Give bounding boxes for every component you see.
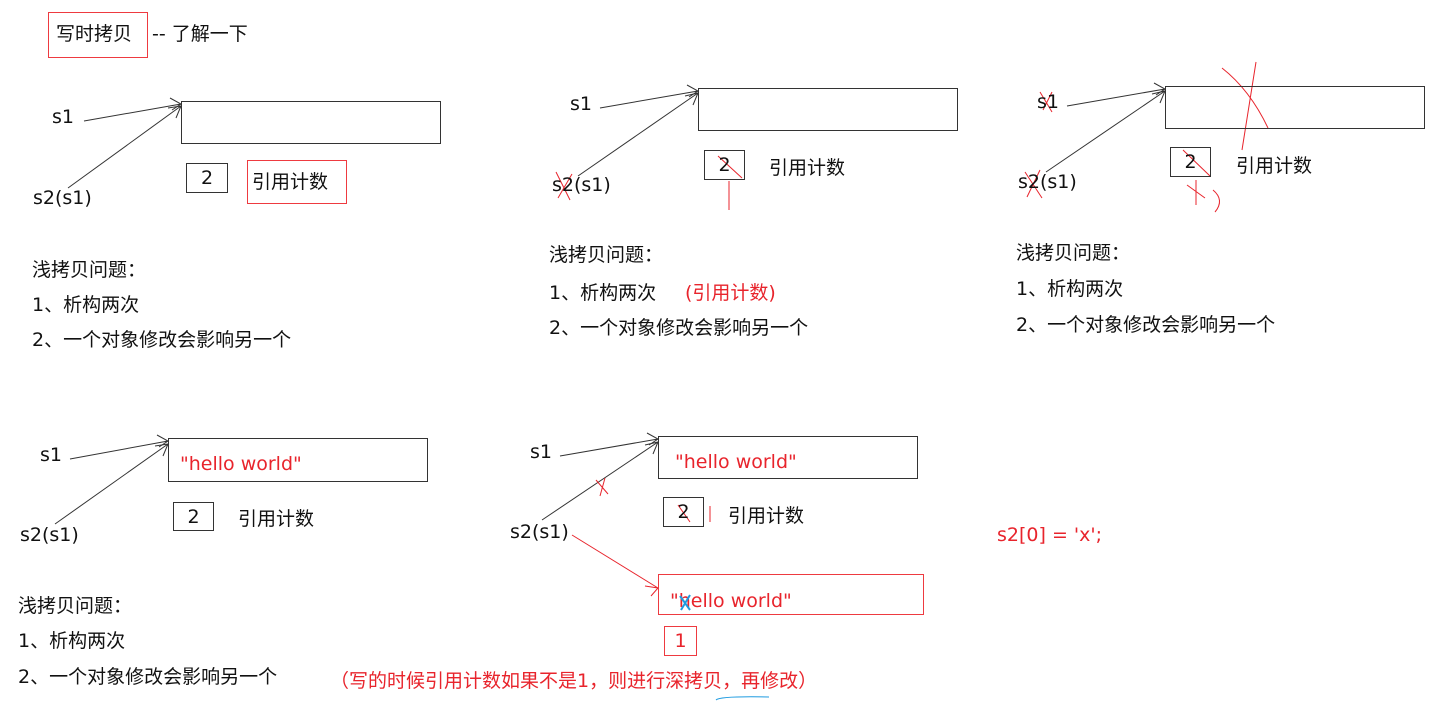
p2-string-box xyxy=(698,88,958,131)
p1-ref-label: 引用计数 xyxy=(252,171,329,193)
p1-s2: s2(s1) xyxy=(33,187,92,209)
p1-s1: s1 xyxy=(52,106,74,128)
underline-mark xyxy=(715,696,770,701)
p1-note-0: 浅拷贝问题： xyxy=(32,259,147,281)
p5-ref-label: 引用计数 xyxy=(728,505,805,527)
p3-note-2: 2、一个对象修改会影响另一个 xyxy=(1016,314,1276,336)
p5-copy-content: "hello world" xyxy=(670,590,792,612)
p5-copy-count: 1 xyxy=(664,626,697,656)
p4-ref-count: 2 xyxy=(173,502,214,531)
arrow-s2-p4 xyxy=(54,443,169,525)
arrow-s2-p3 xyxy=(1045,90,1166,173)
p5-s2: s2(s1) xyxy=(510,521,569,543)
arrow-s1-p2 xyxy=(599,84,699,109)
p5-string-box xyxy=(658,436,918,479)
cross-mark-p2-s2 xyxy=(555,171,573,201)
p2-ref-label: 引用计数 xyxy=(769,157,846,179)
arrow-s2-p2 xyxy=(577,92,699,177)
p4-string-content: "hello world" xyxy=(180,453,302,475)
cross-mark-p2-count xyxy=(717,155,743,210)
title: 写时拷贝 xyxy=(56,23,133,45)
p3-note-0: 浅拷贝问题： xyxy=(1016,242,1131,264)
p1-string-box xyxy=(181,101,441,144)
p1-note-2: 2、一个对象修改会影响另一个 xyxy=(32,329,292,351)
p4-note-2: 2、一个对象修改会影响另一个 xyxy=(18,666,278,688)
p5-copy-box xyxy=(658,574,924,615)
p4-ref-label: 引用计数 xyxy=(238,508,315,530)
title-suffix: -- 了解一下 xyxy=(152,23,248,45)
arrow-s2-to-copy xyxy=(571,534,659,597)
p3-s2: s2(s1) xyxy=(1018,171,1077,193)
p4-s1: s1 xyxy=(40,444,62,466)
p3-s1: s1 xyxy=(1037,91,1059,113)
p1-ref-label-box xyxy=(247,160,347,204)
p4-note-red: （写的时候引用计数如果不是1，则进行深拷贝，再修改） xyxy=(330,670,818,692)
p2-s2: s2(s1) xyxy=(552,174,611,196)
p2-note-1: 1、析构两次 xyxy=(549,282,657,304)
p4-s2: s2(s1) xyxy=(20,524,79,546)
p5-ref-count: 2 xyxy=(663,497,704,527)
p3-ref-count: 2 xyxy=(1170,147,1211,177)
code-line: s2[0] = 'x'; xyxy=(997,524,1102,546)
p2-ref-count: 2 xyxy=(704,150,745,180)
p1-ref-count: 2 xyxy=(186,163,228,193)
arrow-s2-p1 xyxy=(67,105,182,189)
cross-mark-p3-count xyxy=(1182,149,1220,213)
p2-note-2: 2、一个对象修改会影响另一个 xyxy=(549,317,809,339)
p5-string-content: "hello world" xyxy=(675,451,797,473)
arrow-s1-p4 xyxy=(69,434,169,460)
p1-note-1: 1、析构两次 xyxy=(32,294,140,316)
cross-mark-p5-count xyxy=(677,504,711,523)
p2-note-red: (引用计数) xyxy=(685,282,776,304)
p5-s1: s1 xyxy=(530,441,552,463)
p4-note-0: 浅拷贝问题： xyxy=(18,595,133,617)
title-box xyxy=(48,12,148,58)
p4-note-1: 1、析构两次 xyxy=(18,630,126,652)
arrow-s1-p3 xyxy=(1066,82,1166,107)
cross-mark-p3-s1 xyxy=(1039,91,1053,113)
arrow-s1-p5 xyxy=(559,432,659,457)
p3-string-box xyxy=(1165,86,1425,129)
p2-note-0: 浅拷贝问题： xyxy=(549,244,664,266)
cross-mark-p3-s2 xyxy=(1024,169,1043,199)
cross-mark-p5-arrow xyxy=(595,477,609,497)
p3-note-1: 1、析构两次 xyxy=(1016,278,1124,300)
p4-string-box xyxy=(168,438,428,482)
cross-mark-p3-box xyxy=(1221,61,1269,151)
p3-ref-label: 引用计数 xyxy=(1236,155,1313,177)
p2-s1: s1 xyxy=(570,93,592,115)
arrow-s2-p5 xyxy=(541,441,659,521)
arrow-s1-p1 xyxy=(83,97,182,122)
